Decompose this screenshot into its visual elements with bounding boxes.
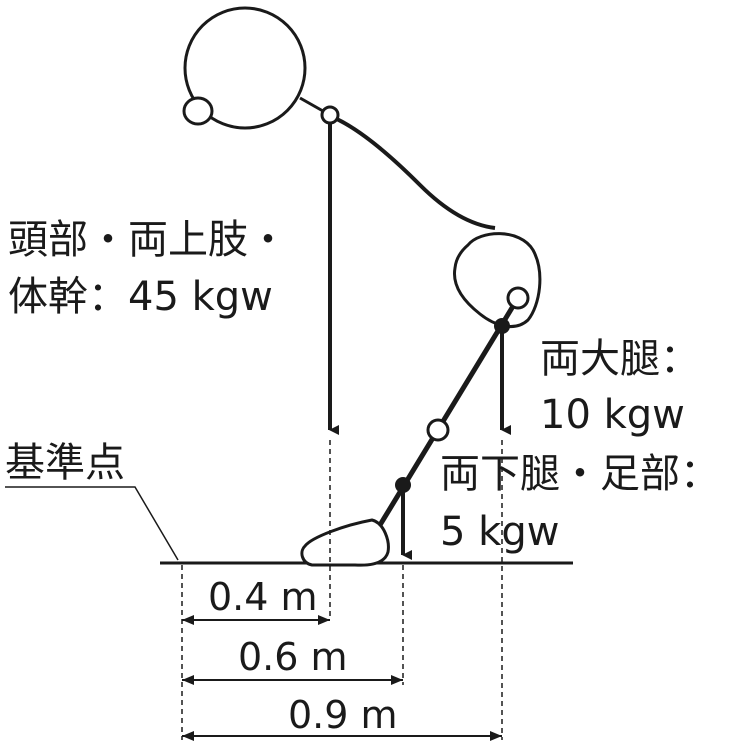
upper-body-label-line1: 頭部・両上肢・ bbox=[8, 217, 288, 263]
pelvis-shape bbox=[452, 232, 542, 329]
thigh-center-of-mass bbox=[494, 318, 510, 334]
reference-point-label: 基準点 bbox=[5, 440, 125, 486]
foot-shape bbox=[300, 518, 390, 567]
neck-joint bbox=[320, 105, 340, 125]
lower-leg-center-of-mass bbox=[395, 477, 411, 493]
ear bbox=[182, 96, 214, 126]
head bbox=[183, 6, 307, 130]
dimension-label-1: 0.4 m bbox=[208, 575, 318, 619]
thigh-label-line2: 10 kgw bbox=[540, 392, 685, 438]
reference-point-leader bbox=[5, 486, 179, 561]
hip-joint bbox=[506, 286, 530, 310]
upper-body-label-line2: 体幹：45 kgw bbox=[8, 274, 273, 320]
knee-joint bbox=[426, 418, 450, 442]
dimension-label-3: 0.9 m bbox=[288, 693, 398, 737]
lower-leg-label-line1: 両下腿・足部： bbox=[440, 451, 720, 497]
trunk-curve bbox=[329, 114, 496, 230]
lower-leg-label-line2: 5 kgw bbox=[440, 509, 559, 555]
dimension-label-2: 0.6 m bbox=[238, 635, 348, 679]
thigh-label-line1: 両大腿： bbox=[540, 336, 700, 382]
